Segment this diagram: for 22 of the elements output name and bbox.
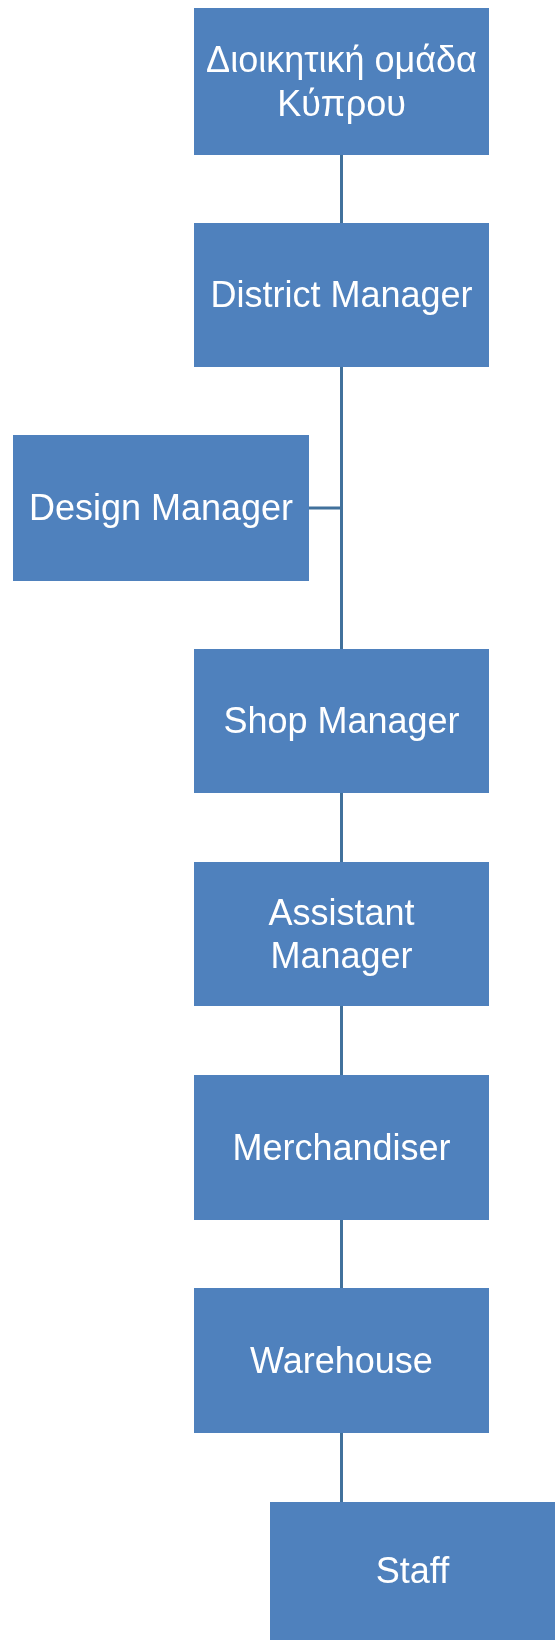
org-box [194,223,489,367]
role-label: Merchandiser [232,1125,451,1170]
role-label: Warehouse [250,1338,433,1383]
org-box [270,1502,555,1640]
org-box [194,8,489,155]
connector-line [340,155,343,223]
role-label: Design Manager [28,486,294,530]
org-box [194,1075,489,1220]
connector-line [340,793,343,862]
org-box [194,862,489,1006]
role-label: Διοικητική ομάδα Κύπρου [205,38,478,125]
role-label: Shop Manager [223,699,460,743]
org-box [194,1288,489,1433]
role-label: District Manager [210,273,473,317]
org-box [194,649,489,793]
org-box [13,435,309,581]
connector-line [340,1220,343,1288]
connector-line [340,1433,343,1502]
role-label: Staff [375,1549,450,1593]
role-label: Assistant Manager [267,890,416,978]
connector-line [340,1006,343,1075]
connector-line [340,367,343,649]
